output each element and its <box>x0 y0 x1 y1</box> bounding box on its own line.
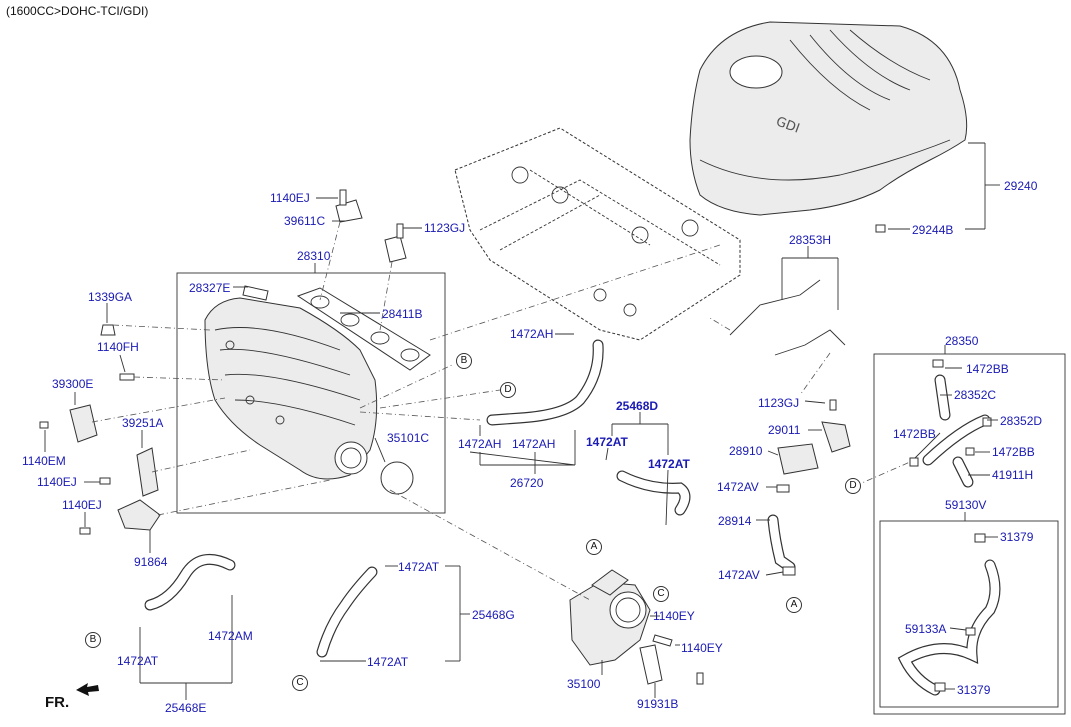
group-59130V-box <box>879 520 1059 708</box>
part-label-1472av-a[interactable]: 1472AV <box>717 480 759 494</box>
part-label-1472av-b[interactable]: 1472AV <box>718 568 760 582</box>
part-label-1472bb-c[interactable]: 1472BB <box>992 445 1035 459</box>
part-label-1472at-a[interactable]: 1472AT <box>586 435 628 449</box>
assembly-lines <box>91 221 911 601</box>
part-label-1472at-b[interactable]: 1472AT <box>648 457 690 471</box>
callout-a-throttle[interactable]: A <box>586 539 602 555</box>
part-label-29244b[interactable]: 29244B <box>912 223 954 237</box>
part-label-28350[interactable]: 28350 <box>945 334 979 348</box>
part-label-35101c[interactable]: 35101C <box>387 431 430 445</box>
part-label-39251a[interactable]: 39251A <box>122 416 164 430</box>
part-label-28411b[interactable]: 28411B <box>382 307 423 321</box>
part-label-28352d[interactable]: 28352D <box>1000 414 1043 428</box>
throttle-body-drawing <box>569 569 704 685</box>
part-label-29011[interactable]: 29011 <box>768 423 801 437</box>
pcsv-drawing <box>729 279 851 576</box>
part-label-39300e[interactable]: 39300E <box>52 377 94 391</box>
callout-a-pcsv[interactable]: A <box>786 597 802 613</box>
part-label-1472ah-b[interactable]: 1472AH <box>512 437 556 451</box>
part-label-1472bb-a[interactable]: 1472BB <box>966 362 1009 376</box>
engine-cover-drawing: GDI <box>689 21 968 233</box>
part-label-26720[interactable]: 26720 <box>510 476 544 490</box>
part-label-25468g[interactable]: 25468G <box>472 608 515 622</box>
part-label-1140fh[interactable]: 1140FH <box>97 340 139 354</box>
part-label-1140ej-top[interactable]: 1140EJ <box>270 191 310 205</box>
hoses-drawing <box>144 339 1001 696</box>
callout-d-manifold[interactable]: D <box>500 382 516 398</box>
part-label-1472at-c[interactable]: 1472AT <box>398 560 440 574</box>
part-label-91931b[interactable]: 91931B <box>637 697 679 711</box>
part-label-59130v[interactable]: 59130V <box>945 498 987 512</box>
part-label-1472ah-top[interactable]: 1472AH <box>510 327 554 341</box>
right-clamps <box>909 359 992 692</box>
part-label-1140ej-low[interactable]: 1140EJ <box>62 498 102 512</box>
part-label-1472am[interactable]: 1472AM <box>208 629 253 643</box>
part-label-25468d[interactable]: 25468D <box>616 399 659 413</box>
part-label-28353h[interactable]: 28353H <box>789 233 832 247</box>
part-label-1140ey-a[interactable]: 1140EY <box>653 609 695 623</box>
part-label-31379-a[interactable]: 31379 <box>1000 530 1034 544</box>
engine-spec-header: (1600CC>DOHC-TCI/GDI) <box>6 4 149 18</box>
part-label-28352c[interactable]: 28352C <box>954 388 997 402</box>
part-label-25468e[interactable]: 25468E <box>165 701 207 715</box>
part-label-41911h[interactable]: 41911H <box>992 468 1034 482</box>
part-label-1140ej-mid[interactable]: 1140EJ <box>37 475 77 489</box>
part-label-28310[interactable]: 28310 <box>297 249 331 263</box>
part-label-1472bb-b[interactable]: 1472BB <box>893 427 936 441</box>
part-label-35100[interactable]: 35100 <box>567 677 601 691</box>
part-label-1472ah-a[interactable]: 1472AH <box>458 437 502 451</box>
cylinder-head-drawing <box>454 127 741 341</box>
callout-b-hose[interactable]: B <box>85 632 101 648</box>
part-label-1140ey-b[interactable]: 1140EY <box>681 641 723 655</box>
part-label-28327e[interactable]: 28327E <box>189 281 231 295</box>
front-arrow-icon <box>76 683 99 696</box>
part-label-91864[interactable]: 91864 <box>134 555 168 569</box>
part-label-31379-b[interactable]: 31379 <box>957 683 991 697</box>
part-label-1140em[interactable]: 1140EM <box>22 454 66 468</box>
part-label-1123gj-mid[interactable]: 1123GJ <box>758 396 800 410</box>
leader-lines <box>44 142 1000 700</box>
callout-c-hose[interactable]: C <box>292 675 308 691</box>
part-label-1123gj-top[interactable]: 1123GJ <box>424 221 466 235</box>
part-label-1472at-d[interactable]: 1472AT <box>367 655 409 669</box>
callout-d-pcsv[interactable]: D <box>845 478 861 494</box>
part-label-28914[interactable]: 28914 <box>718 514 752 528</box>
intake-manifold-drawing <box>204 287 431 495</box>
manifold-group-box <box>176 272 446 514</box>
front-direction-label: FR. <box>45 694 70 711</box>
left-small-parts <box>39 189 407 535</box>
callout-b-manifold[interactable]: B <box>456 353 472 369</box>
part-label-29240[interactable]: 29240 <box>1004 179 1038 193</box>
callout-c-throttle[interactable]: C <box>653 586 669 602</box>
part-label-1472at-e[interactable]: 1472AT <box>117 654 159 668</box>
part-label-1339ga[interactable]: 1339GA <box>88 290 133 304</box>
part-label-59133a[interactable]: 59133A <box>905 622 947 636</box>
part-label-39611c[interactable]: 39611C <box>284 214 326 228</box>
part-label-28910[interactable]: 28910 <box>729 444 763 458</box>
group-28350-box <box>873 353 1066 715</box>
